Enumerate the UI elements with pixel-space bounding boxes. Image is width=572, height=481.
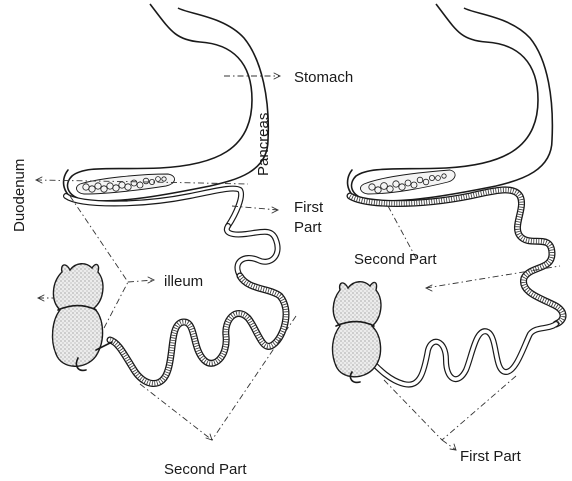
left-caecum <box>53 264 112 371</box>
label-stomach: Stomach <box>294 69 353 86</box>
label-pancreas: Pancreas <box>255 113 272 176</box>
label-first-part-line1: First <box>294 199 324 216</box>
label-illeum: illeum <box>164 273 203 290</box>
label-duodenum: Duodenum <box>11 159 28 232</box>
right-intestine-smooth <box>366 324 556 385</box>
left-intestine-first-part <box>227 226 278 276</box>
label-first-part-line2: Part <box>294 219 322 236</box>
left-specimen: Stomach Pancreas Duodenum First Part ill… <box>11 4 353 478</box>
right-caecum <box>333 282 381 383</box>
label-first-part-right: First Part <box>460 448 522 465</box>
left-stomach <box>64 4 269 202</box>
left-intestine-coils <box>110 276 286 384</box>
label-second-part-left: Second Part <box>164 461 247 478</box>
right-specimen: Second Part First Part <box>333 4 564 465</box>
label-second-part-right: Second Part <box>354 251 437 268</box>
